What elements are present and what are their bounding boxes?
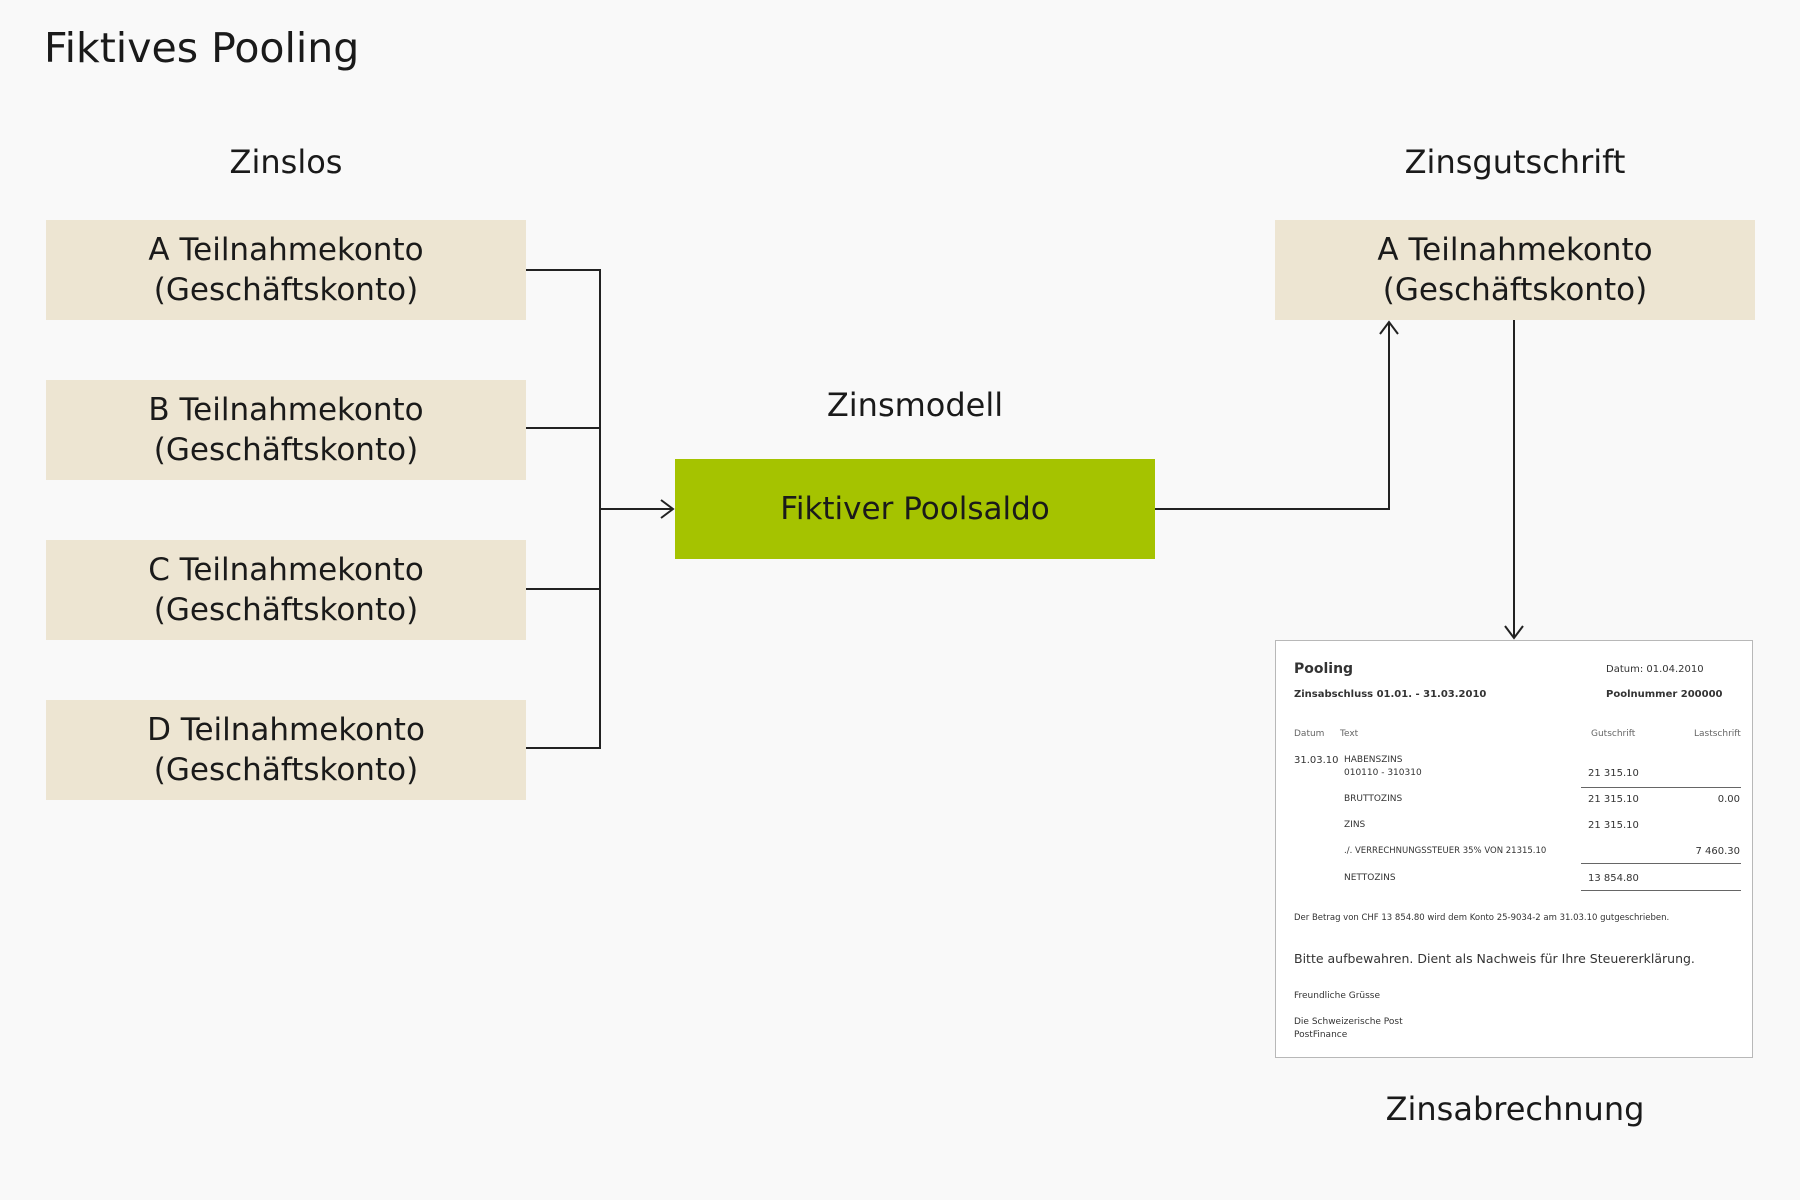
- account-type: (Geschäftskonto): [153, 592, 419, 628]
- statement-rule: [1581, 863, 1741, 864]
- statement-pool-number: Poolnummer 200000: [1606, 689, 1723, 700]
- column-text: Text: [1340, 729, 1359, 739]
- account-label: B Teilnahmekonto: [148, 392, 424, 428]
- statement-rule: [1581, 890, 1741, 891]
- heading-zinsmodell: Zinsmodell: [826, 386, 1004, 424]
- connector-pool-to-target: [1155, 322, 1390, 510]
- column-credit: Gutschrift: [1591, 729, 1636, 739]
- account-type: (Geschäftskonto): [1382, 272, 1648, 308]
- pool-balance-box: Fiktiver Poolsaldo: [675, 459, 1155, 559]
- interest-statement-document: Pooling Datum: 01.04.2010 Zinsabschluss …: [1275, 640, 1753, 1058]
- account-label: A Teilnahmekonto: [1377, 232, 1653, 268]
- heading-zinsabrechnung: Zinsabrechnung: [1385, 1090, 1645, 1128]
- row-bruttozins-debit: 0.00: [1717, 794, 1740, 805]
- column-debit: Lastschrift: [1694, 729, 1741, 739]
- statement-sender: Die Schweizerische Post: [1294, 1017, 1403, 1027]
- row-withholding-tax-debit: 7 460.30: [1695, 846, 1740, 857]
- target-account-box: A Teilnahmekonto (Geschäftskonto): [1275, 220, 1755, 320]
- statement-keep-note: Bitte aufbewahren. Dient als Nachweis fü…: [1294, 951, 1695, 966]
- arrowhead-pool: [660, 499, 675, 519]
- pool-label: Fiktiver Poolsaldo: [780, 491, 1050, 527]
- statement-rule: [1581, 787, 1741, 788]
- row-bruttozins-credit: 21 315.10: [1588, 794, 1639, 805]
- statement-period: Zinsabschluss 01.01. - 31.03.2010: [1294, 689, 1487, 700]
- row-zins-credit: 21 315.10: [1588, 820, 1639, 831]
- row-nettozins-credit: 13 854.80: [1588, 873, 1639, 884]
- arrowhead-target: [1379, 320, 1399, 335]
- column-date: Datum: [1294, 729, 1325, 739]
- account-box-d: D Teilnahmekonto (Geschäftskonto): [46, 700, 526, 800]
- statement-greeting: Freundliche Grüsse: [1294, 991, 1381, 1001]
- row-date: 31.03.10: [1294, 755, 1339, 766]
- heading-zinslos: Zinslos: [229, 143, 343, 181]
- row-nettozins: NETTOZINS: [1344, 873, 1396, 883]
- statement-heading: Pooling: [1294, 661, 1354, 677]
- account-box-b: B Teilnahmekonto (Geschäftskonto): [46, 380, 526, 480]
- row-habenszins-period: 010110 - 310310: [1344, 768, 1422, 778]
- account-label: A Teilnahmekonto: [148, 232, 424, 268]
- account-label: C Teilnahmekonto: [148, 552, 424, 588]
- row-habenszins-credit: 21 315.10: [1588, 768, 1639, 779]
- page-title: Fiktives Pooling: [44, 24, 360, 72]
- statement-sender-unit: PostFinance: [1294, 1030, 1348, 1040]
- account-label: D Teilnahmekonto: [147, 712, 425, 748]
- statement-date: Datum: 01.04.2010: [1606, 664, 1704, 675]
- account-type: (Geschäftskonto): [153, 272, 419, 308]
- connector-a: [526, 269, 601, 749]
- arrowhead-statement: [1504, 625, 1524, 640]
- statement-note: Der Betrag von CHF 13 854.80 wird dem Ko…: [1294, 913, 1670, 923]
- row-withholding-tax: ./. VERRECHNUNGSSTEUER 35% VON 21315.10: [1344, 846, 1547, 856]
- row-habenszins: HABENSZINS: [1344, 755, 1403, 765]
- account-box-a: A Teilnahmekonto (Geschäftskonto): [46, 220, 526, 320]
- row-zins: ZINS: [1344, 820, 1366, 830]
- account-type: (Geschäftskonto): [153, 432, 419, 468]
- account-box-c: C Teilnahmekonto (Geschäftskonto): [46, 540, 526, 640]
- heading-zinsgutschrift: Zinsgutschrift: [1404, 143, 1626, 181]
- account-type: (Geschäftskonto): [153, 752, 419, 788]
- row-bruttozins: BRUTTOZINS: [1344, 794, 1403, 804]
